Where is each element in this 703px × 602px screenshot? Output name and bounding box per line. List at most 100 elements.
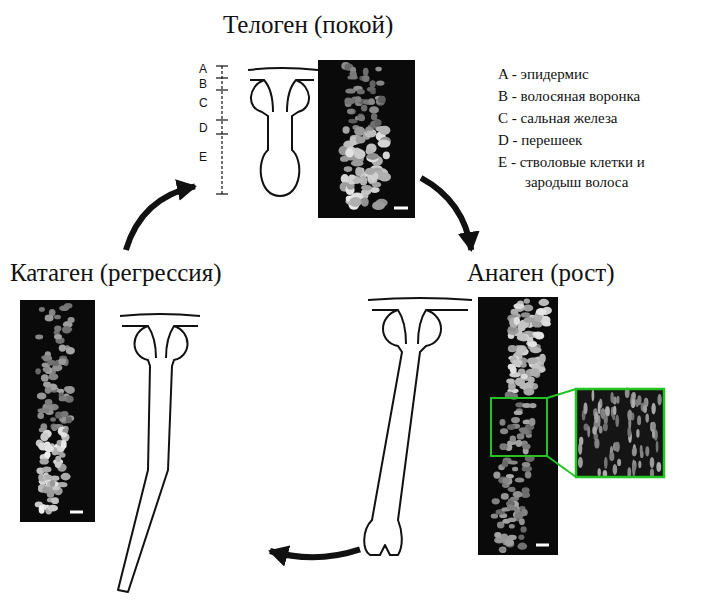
cell: [66, 347, 75, 355]
phase-group: Катаген (регрессия): [8, 250, 270, 600]
cell: [617, 396, 620, 404]
cell: [522, 462, 531, 467]
cells: [35, 303, 75, 514]
cell: [375, 67, 382, 72]
cell: [501, 493, 509, 500]
cell: [517, 433, 525, 439]
cell: [344, 97, 352, 104]
cell: [524, 298, 530, 303]
cell: [603, 423, 608, 431]
cell: [366, 131, 376, 137]
cell: [512, 359, 523, 366]
scale-bar: [70, 511, 83, 514]
cell: [521, 526, 527, 532]
cell: [594, 439, 599, 449]
cell: [361, 185, 372, 191]
cell: [539, 354, 546, 363]
follicle-schematic: [364, 298, 472, 555]
cell: [365, 168, 375, 175]
cell: [59, 396, 67, 401]
cell: [645, 446, 649, 456]
cell: [363, 68, 369, 76]
cell: [370, 80, 376, 87]
cell: [539, 299, 550, 306]
cell: [37, 392, 47, 399]
cell: [354, 127, 365, 136]
cell: [347, 108, 356, 114]
cell: [636, 429, 639, 438]
cell: [610, 392, 613, 403]
cell: [343, 126, 350, 133]
cell: [592, 426, 597, 434]
region-letter: D: [199, 121, 208, 135]
cell: [532, 332, 543, 337]
cell: [656, 441, 659, 453]
cell: [51, 497, 59, 504]
cell: [54, 334, 62, 339]
cell: [643, 405, 647, 413]
cell: [355, 167, 362, 176]
cell: [638, 461, 641, 468]
cell: [371, 113, 377, 120]
cells: [491, 298, 552, 553]
cell: [633, 447, 636, 455]
cell: [376, 80, 384, 85]
cell: [45, 315, 54, 322]
cell: [633, 444, 637, 456]
cell: [507, 535, 516, 540]
cells: [339, 62, 392, 210]
cell: [64, 386, 70, 392]
cell: [372, 201, 385, 210]
cell: [37, 413, 44, 419]
cell: [651, 403, 655, 415]
follicle-schematic: [118, 314, 200, 592]
cell: [370, 90, 376, 94]
micrograph: [318, 60, 415, 218]
cell: [529, 403, 536, 408]
cell: [494, 532, 501, 538]
cell: [55, 456, 61, 462]
zoom-line: [547, 456, 576, 477]
cell: [637, 395, 641, 405]
cell: [515, 478, 525, 483]
cell: [507, 424, 515, 430]
cell: [521, 312, 530, 317]
cell: [44, 445, 54, 452]
cell: [61, 440, 67, 449]
cell: [38, 408, 48, 413]
cell: [61, 473, 71, 481]
cell: [508, 460, 518, 464]
cell: [367, 153, 380, 160]
cell: [657, 394, 661, 406]
key-entry: C - сальная железа: [498, 108, 618, 128]
cell: [525, 471, 532, 479]
cell: [522, 444, 530, 450]
cell: [627, 410, 632, 421]
cell: [47, 491, 54, 498]
phase-title: Катаген (регрессия): [10, 258, 222, 288]
cell: [60, 411, 68, 417]
cell: [491, 513, 498, 518]
key-entry: D - перешеек: [498, 130, 582, 150]
cell: [44, 475, 52, 480]
cell: [354, 149, 365, 159]
cell: [510, 436, 516, 443]
cell: [499, 547, 506, 551]
cell: [68, 317, 75, 323]
cell: [362, 75, 369, 82]
cycle-arrow: [421, 178, 471, 250]
cell: [511, 417, 520, 423]
cells: [578, 388, 662, 479]
cell: [54, 315, 61, 320]
phase-group: Анаген (рост): [360, 250, 678, 565]
cell: [515, 512, 524, 519]
cell: [518, 543, 528, 550]
cell: [656, 462, 661, 472]
cell: [598, 401, 601, 414]
cell: [61, 432, 67, 437]
cell: [615, 415, 619, 428]
cell: [378, 140, 391, 148]
cell: [515, 440, 522, 447]
cell: [375, 119, 382, 126]
cell: [524, 317, 535, 323]
